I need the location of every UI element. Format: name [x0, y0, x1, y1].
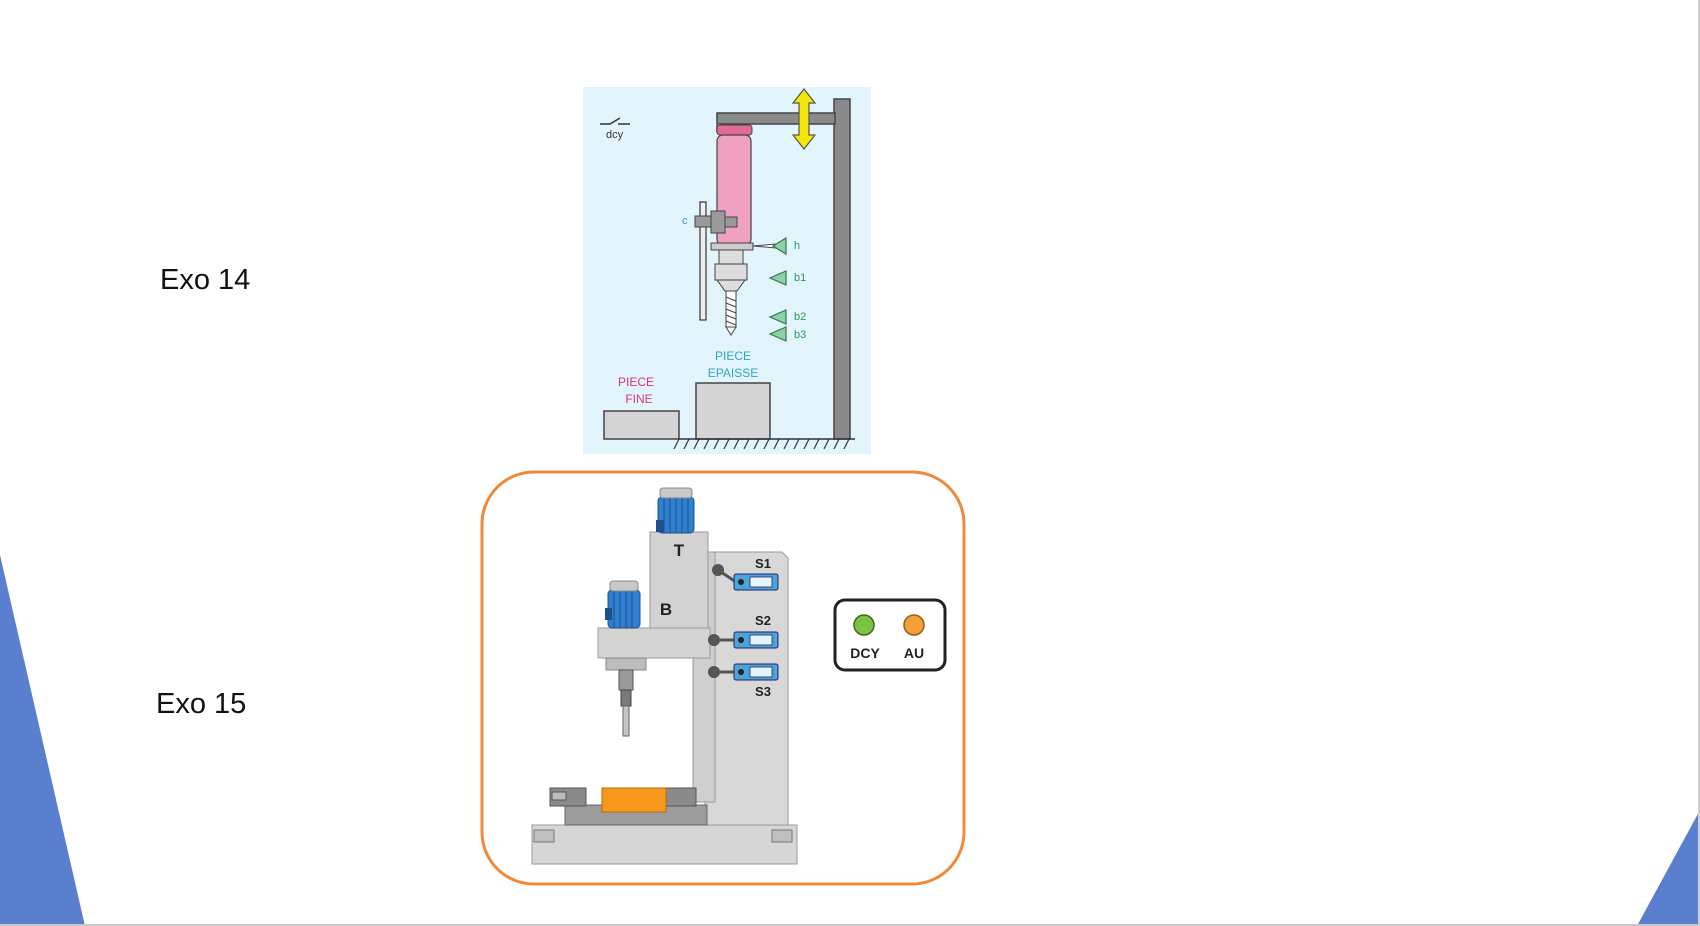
chuck-lower: [714, 263, 748, 281]
arm-B-lower: [605, 657, 647, 671]
sensor-h-label: h: [794, 240, 800, 252]
piece-epaisse-block: [695, 382, 771, 440]
dcy-button-label: DCY: [850, 645, 880, 661]
drill-bit-15: [622, 705, 630, 737]
exo-14-label: Exo 14: [160, 264, 251, 296]
machine-base: [531, 824, 798, 865]
machine-column: [704, 551, 789, 826]
spindle: [618, 669, 634, 691]
base-foot-left: [533, 829, 555, 843]
dcy-label: dcy: [606, 129, 624, 141]
au-button-label: AU: [904, 645, 924, 661]
label-T: T: [674, 541, 685, 560]
sensor-h-icon: [771, 236, 787, 256]
dcy-button[interactable]: [853, 614, 875, 636]
top-arm: [716, 112, 836, 125]
au-button[interactable]: [903, 614, 925, 636]
sensor-b2-icon: [768, 309, 787, 325]
dcy-switch-icon: [600, 117, 630, 125]
chuck-taper: [716, 279, 746, 292]
corner-decoration-right: [1637, 810, 1700, 926]
drill-bit: [725, 290, 737, 336]
sensor-S1-icon: [712, 564, 779, 591]
vise-jaw-right: [665, 787, 697, 807]
chuck-upper: [718, 249, 744, 265]
vise-screw: [551, 791, 567, 801]
arm-B: [597, 627, 711, 659]
piece-fine-label-2: FINE: [625, 392, 652, 406]
corner-decoration-left: [0, 555, 85, 926]
sensor-S2-icon: [708, 631, 779, 649]
bottom-edge-line: [0, 924, 1700, 926]
right-edge-line: [1698, 0, 1700, 926]
sensor-b3-icon: [768, 326, 787, 342]
vertical-motion-arrow-icon: [791, 88, 817, 150]
top-motor-icon: [656, 487, 695, 534]
sensor-b3-label: b3: [794, 329, 806, 341]
base-foot-right: [771, 829, 793, 843]
motor-top-cap: [716, 124, 753, 136]
sensor-S3-label: S3: [755, 684, 771, 699]
column-post: [833, 98, 851, 440]
stop-rod: [699, 201, 707, 321]
sensor-b1-label: b1: [794, 272, 806, 284]
piece-epaisse-label-1: PIECE: [715, 349, 751, 363]
sensor-S3-icon: [708, 663, 779, 681]
piece-fine-block: [603, 410, 680, 440]
exo15-drill-press-diagram: T B: [480, 470, 966, 886]
exo-15-label: Exo 15: [156, 688, 247, 720]
ground-hatching: [673, 438, 850, 450]
sensor-c-label: c: [682, 215, 688, 227]
clamp-c-block: [710, 210, 726, 234]
exo14-drill-diagram: dcy c: [583, 87, 871, 454]
spindle-plate: [710, 242, 754, 251]
sensor-b2-label: b2: [794, 311, 806, 323]
clamp-c-ear: [724, 216, 738, 228]
piece-fine-label-1: PIECE: [618, 375, 654, 389]
workpiece: [601, 787, 667, 813]
piece-epaisse-label-2: EPAISSE: [708, 366, 758, 380]
sensor-b1-icon: [768, 270, 787, 286]
sensor-S1-label: S1: [755, 556, 771, 571]
sensor-S2-label: S2: [755, 613, 771, 628]
lower-motor-icon: [605, 580, 641, 629]
label-B: B: [660, 600, 672, 619]
chuck: [620, 689, 632, 707]
